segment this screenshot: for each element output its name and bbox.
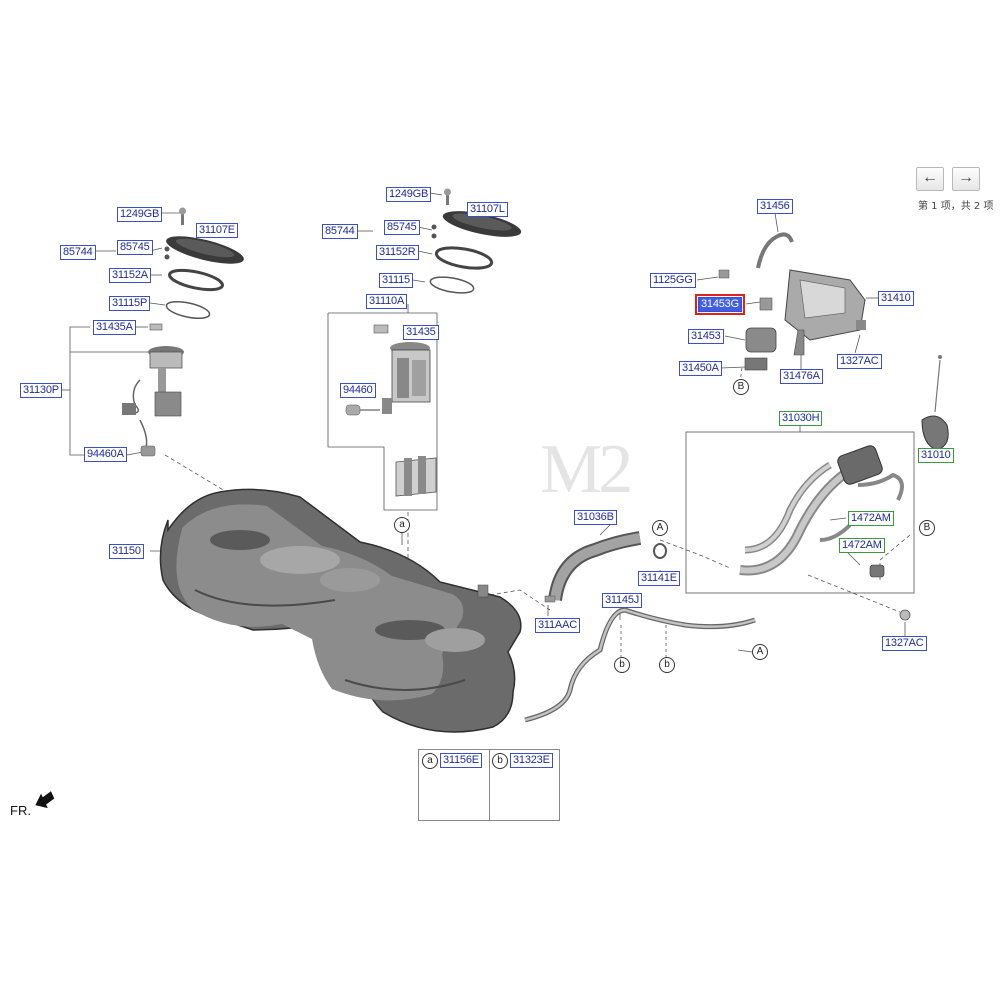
part-hotspot-31107L[interactable]: 31107L	[467, 202, 508, 217]
watermark-text: M2	[540, 431, 633, 508]
filler-neck-art	[739, 355, 949, 621]
legend-callout-b: b	[492, 753, 508, 769]
part-hotspot-85744-mid[interactable]: 85744	[322, 224, 358, 239]
arrow-right-icon: →	[958, 169, 974, 186]
canister-assembly-art	[718, 232, 866, 371]
part-hotspot-31110A[interactable]: 31110A	[366, 294, 408, 309]
part-hotspot-1125GG[interactable]: 1125GG	[650, 273, 696, 288]
front-direction-label: FR.	[10, 803, 31, 818]
part-hotspot-1327AC-bottom[interactable]: 1327AC	[882, 636, 927, 651]
part-hotspot-31156E[interactable]: 31156E	[440, 753, 482, 768]
part-hotspot-31115[interactable]: 31115	[379, 273, 413, 288]
left-pump-module-art	[122, 207, 244, 457]
legend-cell-b: b 31323E	[490, 750, 560, 820]
part-hotspot-31152A[interactable]: 31152A	[109, 268, 151, 283]
part-hotspot-31450A[interactable]: 31450A	[679, 361, 722, 376]
part-hotspot-31130P[interactable]: 31130P	[20, 383, 62, 398]
part-hotspot-1327AC-top[interactable]: 1327AC	[837, 354, 882, 369]
part-hotspot-31115P[interactable]: 31115P	[109, 296, 151, 311]
fuel-tank-art	[159, 488, 522, 733]
part-hotspot-31141E[interactable]: 31141E	[638, 571, 680, 586]
part-hotspot-94460A[interactable]: 94460A	[84, 447, 127, 462]
callout-b-right: b	[659, 657, 675, 673]
callout-B-canister: B	[733, 379, 749, 395]
part-hotspot-31453[interactable]: 31453	[688, 329, 724, 344]
arrow-left-icon: ←	[922, 169, 938, 186]
part-hotspot-31453G-selected[interactable]: 31453G	[695, 294, 745, 315]
part-hotspot-1249GB-left[interactable]: 1249GB	[117, 207, 163, 222]
part-hotspot-1472AM-upper[interactable]: 1472AM	[848, 511, 894, 526]
callout-A-hose: A	[652, 520, 668, 536]
part-hotspot-31150[interactable]: 31150	[109, 544, 144, 559]
part-hotspot-94460[interactable]: 94460	[340, 383, 376, 398]
part-hotspot-85745-mid[interactable]: 85745	[384, 220, 420, 235]
part-hotspot-31435[interactable]: 31435	[403, 325, 439, 340]
legend-cell-a: a 31156E	[419, 750, 489, 820]
callout-B-filler: B	[919, 520, 935, 536]
part-hotspot-31323E[interactable]: 31323E	[510, 753, 553, 768]
part-hotspot-31152R[interactable]: 31152R	[376, 245, 419, 260]
part-hotspot-1472AM-lower[interactable]: 1472AM	[839, 538, 885, 553]
part-hotspot-31476A[interactable]: 31476A	[780, 369, 823, 384]
next-page-button[interactable]: →	[952, 167, 980, 191]
callout-A-line: A	[752, 644, 768, 660]
legend-divider	[489, 750, 490, 820]
middle-pump-module-art	[345, 188, 522, 497]
callout-a-tank: a	[394, 517, 410, 533]
part-hotspot-85744-left[interactable]: 85744	[60, 245, 96, 260]
hoses-art	[524, 531, 756, 723]
callout-b-left: b	[614, 657, 630, 673]
part-hotspot-31145J[interactable]: 31145J	[602, 593, 643, 608]
part-hotspot-85745-left[interactable]: 85745	[117, 240, 153, 255]
part-hotspot-31107E[interactable]: 31107E	[196, 223, 238, 238]
small-parts-legend: a 31156E b 31323E	[418, 749, 560, 821]
legend-callout-a: a	[422, 753, 438, 769]
part-hotspot-31010[interactable]: 31010	[918, 448, 954, 463]
part-hotspot-31030H[interactable]: 31030H	[779, 411, 823, 426]
part-hotspot-31456[interactable]: 31456	[757, 199, 793, 214]
part-hotspot-31410[interactable]: 31410	[878, 291, 914, 306]
page-indicator: 第 1 项，共 2 项	[918, 201, 994, 212]
prev-page-button[interactable]: ←	[916, 167, 944, 191]
part-hotspot-31435A[interactable]: 31435A	[93, 320, 136, 335]
part-hotspot-311AAC[interactable]: 311AAC	[535, 618, 580, 633]
part-hotspot-31036B[interactable]: 31036B	[574, 510, 617, 525]
part-hotspot-1249GB-mid[interactable]: 1249GB	[386, 187, 432, 202]
front-direction-arrow	[35, 791, 55, 809]
